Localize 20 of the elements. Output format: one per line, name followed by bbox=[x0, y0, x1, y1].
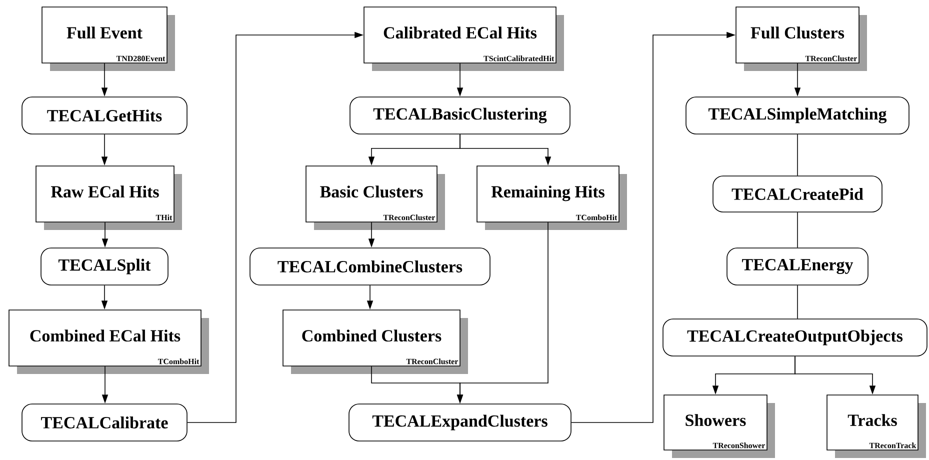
class-box: Combined ECal Hits TComboHit bbox=[8, 310, 209, 374]
class-box: Raw ECal Hits THit bbox=[36, 166, 182, 230]
class-box: Full Event TND280Event bbox=[42, 6, 175, 71]
process-box: TECALSplit bbox=[40, 248, 168, 286]
process-box: TECALSimpleMatching bbox=[686, 96, 910, 134]
process-box: TECALExpandClusters bbox=[348, 404, 572, 442]
class-box: Tracks TReconTrack bbox=[826, 394, 926, 458]
process-box: TECALCombineClusters bbox=[250, 248, 490, 286]
class-box: Combined Clusters TReconCluster bbox=[282, 310, 468, 374]
class-box: Calibrated ECal Hits TScintCalibratedHit bbox=[364, 6, 564, 71]
process-box: TECALEnergy bbox=[726, 248, 868, 286]
process-box: TECALCreateOutputObjects bbox=[662, 318, 928, 356]
class-box: Basic Clusters TReconCluster bbox=[306, 166, 445, 230]
process-box: TECALCreatePid bbox=[712, 176, 882, 212]
process-box: TECALCalibrate bbox=[22, 404, 188, 442]
class-box: Full Clusters TReconCluster bbox=[736, 6, 867, 71]
process-box: TECALBasicClustering bbox=[350, 96, 570, 134]
class-box: Showers TReconShower bbox=[664, 394, 775, 458]
process-box: TECALGetHits bbox=[22, 96, 188, 134]
class-box: Remaining Hits TComboHit bbox=[476, 166, 627, 230]
